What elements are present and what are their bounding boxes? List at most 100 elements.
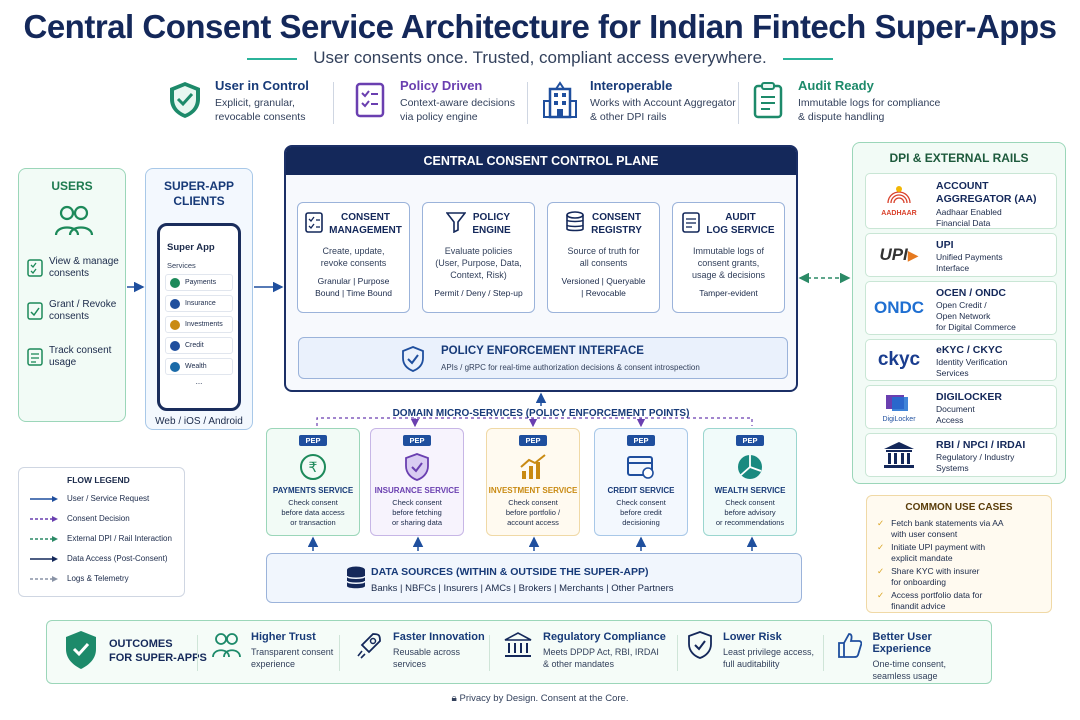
pep-badge: PEP [403,435,431,446]
checklist-icon [27,259,43,277]
checklist-icon [305,212,323,233]
shield-check-icon [402,346,424,372]
pillar-desc: via policy engine [400,111,478,123]
pep-badge: PEP [299,435,327,446]
divider [527,82,528,124]
page-subtitle: User consents once. Trusted, compliant a… [247,48,833,68]
filter-icon [446,212,467,233]
svg-text:₹: ₹ [309,460,318,476]
service-name: PAYMENTS SERVICE [272,486,354,495]
database-icon [346,566,366,589]
phone-service-insurance[interactable]: Insurance [165,295,233,312]
legend-item: Logs & Telemetry [29,574,129,583]
pie-chart-icon [704,450,796,484]
pillar-desc: Explicit, granular, [215,97,295,109]
divider [339,635,340,671]
svg-text:AADHAAR: AADHAAR [881,210,916,217]
phone-service-wealth[interactable]: Wealth [165,358,233,375]
users-icon [212,633,241,658]
pillar-audit-ready: Audit Ready Immutable logs for complianc… [748,78,940,128]
data-sources-desc: Banks | NBFCs | Insurers | AMCs | Broker… [371,583,674,594]
rail-ocen-ondc: ONDC OCEN / ONDC Open Credit /Open Netwo… [865,281,1057,335]
pei-desc: APIs / gRPC for real-time authorization … [441,363,700,372]
legend-item: User / Service Request [29,494,149,503]
pillar-title: Audit Ready [798,78,874,93]
shield-check-icon [688,631,712,659]
pillar-title: User in Control [215,78,309,93]
chart-icon [170,319,180,330]
platforms-label: Web / iOS / Android [155,416,243,427]
legend-item: External DPI / Rail Interaction [29,534,172,543]
service-name: WEALTH SERVICE [714,486,786,495]
phone-service-credit[interactable]: Credit [165,337,233,354]
bar-chart-icon [487,450,579,484]
policy-document-icon [350,78,390,122]
shield-icon [371,450,463,484]
service-name: INSURANCE SERVICE [374,486,460,495]
lock-icon: 🔒︎ [451,693,457,704]
phone-mockup: Super App Services Payments Insurance In… [157,223,241,411]
card-icon [170,340,180,351]
flow-legend: FLOW LEGEND User / Service Request Conse… [18,467,185,597]
phone-services-label: Services [167,261,196,270]
aadhaar-logo: AADHAAR [872,174,926,228]
pep-badge: PEP [519,435,547,446]
legend-title: FLOW LEGEND [67,475,130,485]
pillar-desc: revocable consents [215,111,306,123]
phone-service-payments[interactable]: Payments [165,274,233,291]
pillar-policy-driven: Policy Driven Context-aware decisions vi… [350,78,515,128]
shield-check-icon [165,78,205,122]
phone-more: ... [195,377,203,386]
legend-item: Consent Decision [29,514,130,523]
check-circle-icon: ✓ [877,566,885,576]
wallet-icon [170,361,180,372]
rupee-icon [170,277,180,288]
shield-icon [170,298,180,309]
building-icon [540,78,580,122]
control-plane-title: CENTRAL CONSENT CONTROL PLANE [286,147,796,175]
divider [197,635,198,671]
government-building-icon [872,434,926,476]
upi-logo: UPI▶ [879,245,919,264]
page-title: Central Consent Service Architecture for… [23,8,1057,45]
clipboard-icon [748,78,788,122]
database-icon [566,211,584,232]
pillar-title: Interoperable [590,78,673,93]
pep-badge: PEP [627,435,655,446]
users-group-icon [53,203,95,242]
super-app-clients-panel: SUPER-APP CLIENTS Super App Services Pay… [145,168,253,430]
document-check-icon [27,302,43,320]
clients-title: SUPER-APP [163,179,234,193]
policy-enforcement-interface: POLICY ENFORCEMENT INTERFACE APIs / gRPC… [298,337,788,379]
document-list-icon [27,348,43,366]
legend-item: Data Access (Post-Consent) [29,554,167,563]
rail-regulators: RBI / NPCI / IRDAI Regulatory / Industry… [865,433,1057,477]
pep-badge: PEP [736,435,764,446]
service-name: INVESTMENT SERVICE [488,486,578,495]
phone-service-investments[interactable]: Investments [165,316,233,333]
divider [333,82,334,124]
dpi-title: DPI & EXTERNAL RAILS [889,151,1029,165]
digilocker-logo: DigiLocker [872,386,926,428]
